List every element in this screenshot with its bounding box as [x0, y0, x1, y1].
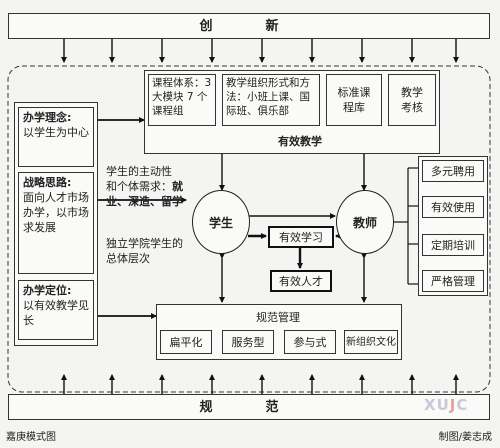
strategy-body: 面向人才市场办学，以市场求发展 [23, 191, 89, 234]
right-panel-bracket [394, 167, 418, 285]
core-arrows [219, 150, 367, 303]
participatory-label: 参与式 [293, 335, 327, 349]
student-label: 学生 [208, 215, 233, 230]
diverse-hiring-label: 多元聘用 [431, 164, 475, 178]
left-panel-arrows [98, 117, 187, 319]
outer-dashed-frame [7, 65, 491, 393]
curriculum-box: 课程体系：3 大模块 7 个课程组 [148, 74, 216, 126]
new-org-culture-label: 新组织文化 [346, 336, 396, 348]
regular-training-label: 定期培训 [431, 238, 475, 252]
standard-arrows [61, 374, 459, 394]
watermark-a: XU [424, 396, 450, 414]
service-oriented-label: 服务型 [231, 335, 265, 349]
philosophy-box: 办学理念: 以学生为中心 [18, 107, 94, 167]
figure-credit: 制图/姜志成 [438, 432, 492, 443]
standard-bar-label: 规 范 [199, 399, 299, 415]
effective-use-label: 有效使用 [431, 200, 475, 214]
watermark-logo: XUJC [424, 396, 468, 414]
teaching-assessment-text: 教学考核 [401, 86, 423, 114]
strict-management-label: 严格管理 [431, 274, 475, 288]
teacher-label: 教师 [352, 215, 377, 230]
strategy-title: 战略思路: [23, 176, 72, 189]
innovation-arrows [61, 38, 459, 63]
effective-teaching-caption: 有效教学 [278, 135, 322, 148]
student-needs-text: 学生的主动性 和个体需求：就业、深造、留学 [106, 164, 196, 209]
learning-arrows [248, 233, 341, 269]
regular-training-box: 定期培训 [422, 234, 484, 256]
student-needs-line2: 和个体需求： [106, 180, 172, 193]
flat-structure-label: 扁平化 [169, 335, 203, 349]
student-level-text: 独立学院学生的总体层次 [106, 237, 183, 265]
student-node: 学生 [192, 190, 250, 254]
curriculum-text: 课程体系：3 大模块 7 个课程组 [152, 77, 212, 117]
teaching-assessment-box: 教学考核 [388, 74, 436, 126]
teacher-node: 教师 [336, 190, 394, 254]
standard-bar: 规 范 [8, 394, 490, 420]
course-library-text: 标准课程库 [337, 86, 371, 114]
student-needs-line1: 学生的主动性 [106, 165, 172, 178]
diverse-hiring-box: 多元聘用 [422, 160, 484, 182]
positioning-box: 办学定位: 以有效教学见长 [18, 280, 94, 340]
service-oriented-box: 服务型 [222, 330, 274, 354]
teaching-method-box: 教学组织形式和方法：小班上课、国际班、俱乐部 [222, 74, 320, 126]
innovation-bar: 创 新 [8, 13, 490, 39]
teaching-method-text: 教学组织形式和方法：小班上课、国际班、俱乐部 [226, 77, 310, 117]
new-org-culture-box: 新组织文化 [344, 330, 398, 354]
student-needs-strong: 就业、深造、留学 [106, 180, 183, 208]
watermark-b: J [449, 396, 457, 414]
effective-use-box: 有效使用 [422, 196, 484, 218]
positioning-title: 办学定位: [23, 284, 72, 297]
course-library-box: 标准课程库 [326, 74, 382, 126]
philosophy-title: 办学理念: [23, 111, 72, 124]
positioning-body: 以有效教学见长 [23, 299, 89, 327]
participatory-box: 参与式 [284, 330, 336, 354]
strategy-box: 战略思路: 面向人才市场办学，以市场求发展 [18, 172, 94, 274]
effective-talent-label: 有效人才 [279, 274, 323, 288]
flat-structure-box: 扁平化 [160, 330, 212, 354]
standard-management-title: 规范管理 [256, 311, 300, 324]
figure-caption: 嘉庚模式图 [6, 432, 56, 443]
effective-learning-label: 有效学习 [279, 230, 323, 244]
effective-learning-box: 有效学习 [268, 226, 334, 248]
watermark-c: C [456, 396, 469, 414]
innovation-bar-label: 创 新 [199, 18, 299, 34]
strict-management-box: 严格管理 [422, 270, 484, 292]
effective-talent-box: 有效人才 [270, 270, 332, 292]
philosophy-body: 以学生为中心 [23, 126, 89, 139]
